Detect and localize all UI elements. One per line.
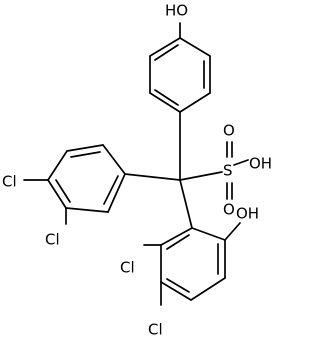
hydroxyl-bottom-ring-label: OH — [236, 205, 259, 223]
sulfonyl-oxygen-lower-label: O — [223, 201, 235, 219]
dichlorophenyl-ring-left — [23, 144, 181, 225]
sulfonic-acid-group — [179, 141, 249, 200]
sulfur-label: S — [223, 162, 233, 180]
chlorine-left-para-label: Cl — [2, 173, 17, 191]
chlorine-left-meta-label: Cl — [45, 231, 60, 249]
sulfonyl-oxygen-upper-label: O — [223, 122, 235, 140]
chlorine-bottom-ortho-label: Cl — [120, 259, 135, 277]
sulfonic-hydroxyl-label: OH — [249, 155, 272, 173]
hydroxyphenyl-ring — [149, 22, 211, 113]
dichlorohydroxyphenyl-ring-bottom — [143, 179, 241, 306]
chlorine-bottom-meta-label: Cl — [148, 321, 163, 339]
chemical-structure-diagram: HO OH S O O OH Cl Cl Cl Cl — [2, 2, 272, 339]
hydroxyl-top-label: HO — [165, 2, 188, 20]
